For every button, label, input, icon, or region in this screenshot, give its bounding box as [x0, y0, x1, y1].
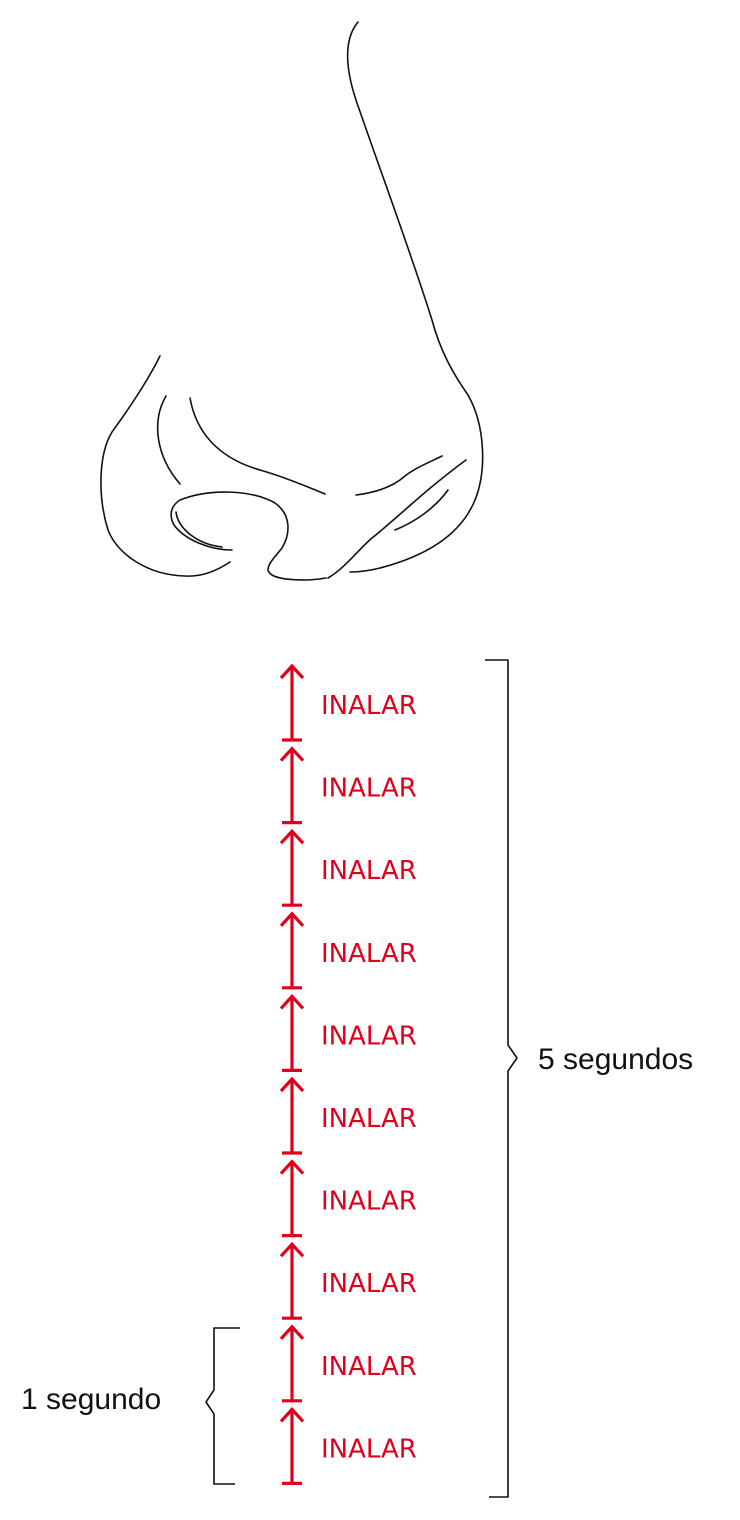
inhale-step: INALAR: [279, 1241, 417, 1320]
arrow-up-icon: [279, 1241, 305, 1320]
inhale-label: INALAR: [321, 1187, 417, 1217]
inhale-step: INALAR: [279, 1407, 417, 1485]
arrow-up-icon: [279, 1407, 305, 1485]
inhale-steps: INALAR INALAR INALAR INALAR INALAR INALAR INAL…: [279, 663, 417, 1485]
inhale-step: INALAR: [279, 1076, 417, 1155]
inhale-step: INALAR: [279, 911, 417, 990]
inhale-step: INALAR: [279, 1324, 417, 1403]
inhale-label: INALAR: [321, 939, 417, 969]
arrow-up-icon: [279, 1076, 305, 1155]
inhale-step: INALAR: [279, 828, 417, 907]
unit-duration-label: 1 segundo: [21, 1383, 161, 1416]
arrow-up-icon: [279, 911, 305, 990]
inhale-label: INALAR: [321, 856, 417, 886]
inhale-label: INALAR: [321, 691, 417, 721]
arrow-up-icon: [279, 663, 305, 742]
inhale-label: INALAR: [321, 1104, 417, 1134]
arrow-up-icon: [279, 1159, 305, 1238]
inhale-step: INALAR: [279, 746, 417, 825]
inhale-step: INALAR: [279, 994, 417, 1072]
inhale-step: INALAR: [279, 663, 417, 742]
arrow-up-icon: [279, 1324, 305, 1403]
nose-icon: [100, 21, 484, 581]
inhale-label: INALAR: [321, 774, 417, 804]
unit-duration-bracket: [205, 1327, 240, 1485]
total-duration-bracket: [485, 659, 518, 1498]
total-duration-label: 5 segundos: [538, 1043, 693, 1076]
inhale-step: INALAR: [279, 1159, 417, 1238]
inhale-label: INALAR: [321, 1434, 417, 1464]
inhale-label: INALAR: [321, 1021, 417, 1051]
arrow-up-icon: [279, 994, 305, 1072]
arrow-up-icon: [279, 746, 305, 825]
inhale-label: INALAR: [321, 1269, 417, 1299]
arrow-up-icon: [279, 828, 305, 907]
inhale-label: INALAR: [321, 1352, 417, 1382]
